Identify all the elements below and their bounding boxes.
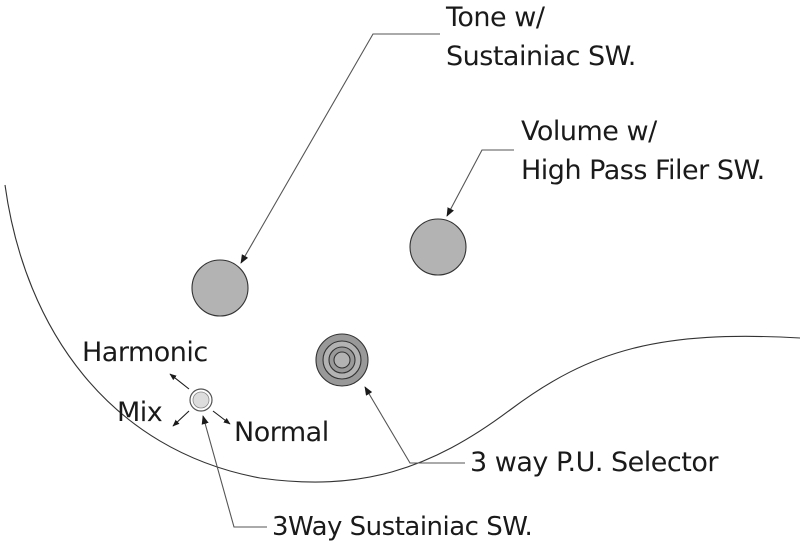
- tone-leader-line: [240, 33, 440, 264]
- harmonic-position-arrow: [169, 373, 190, 390]
- tone-label-line1: Tone w/: [446, 2, 545, 33]
- pickup-selector-switch[interactable]: [315, 333, 369, 387]
- sustainiac-mini-switch[interactable]: [189, 388, 213, 412]
- tone-knob[interactable]: [191, 259, 249, 317]
- volume-label-line1: Volume w/: [521, 116, 657, 147]
- body-outline: [4, 184, 800, 483]
- harmonic-label: Harmonic: [82, 337, 208, 368]
- selector-label: 3 way P.U. Selector: [470, 447, 718, 478]
- normal-label: Normal: [234, 417, 329, 448]
- normal-position-arrow: [212, 410, 231, 425]
- mix-label: Mix: [117, 397, 163, 428]
- volume-label-line2: High Pass Filer SW.: [521, 155, 765, 186]
- tone-label-line2: Sustainiac SW.: [446, 41, 636, 72]
- sustainiac-leader-line: [201, 415, 267, 528]
- volume-knob[interactable]: [409, 218, 467, 276]
- sustainiac-switch-label: 3Way Sustainiac SW.: [272, 512, 533, 542]
- selector-leader-line: [364, 386, 465, 464]
- mix-position-arrow: [172, 410, 190, 427]
- volume-leader-line: [446, 149, 514, 217]
